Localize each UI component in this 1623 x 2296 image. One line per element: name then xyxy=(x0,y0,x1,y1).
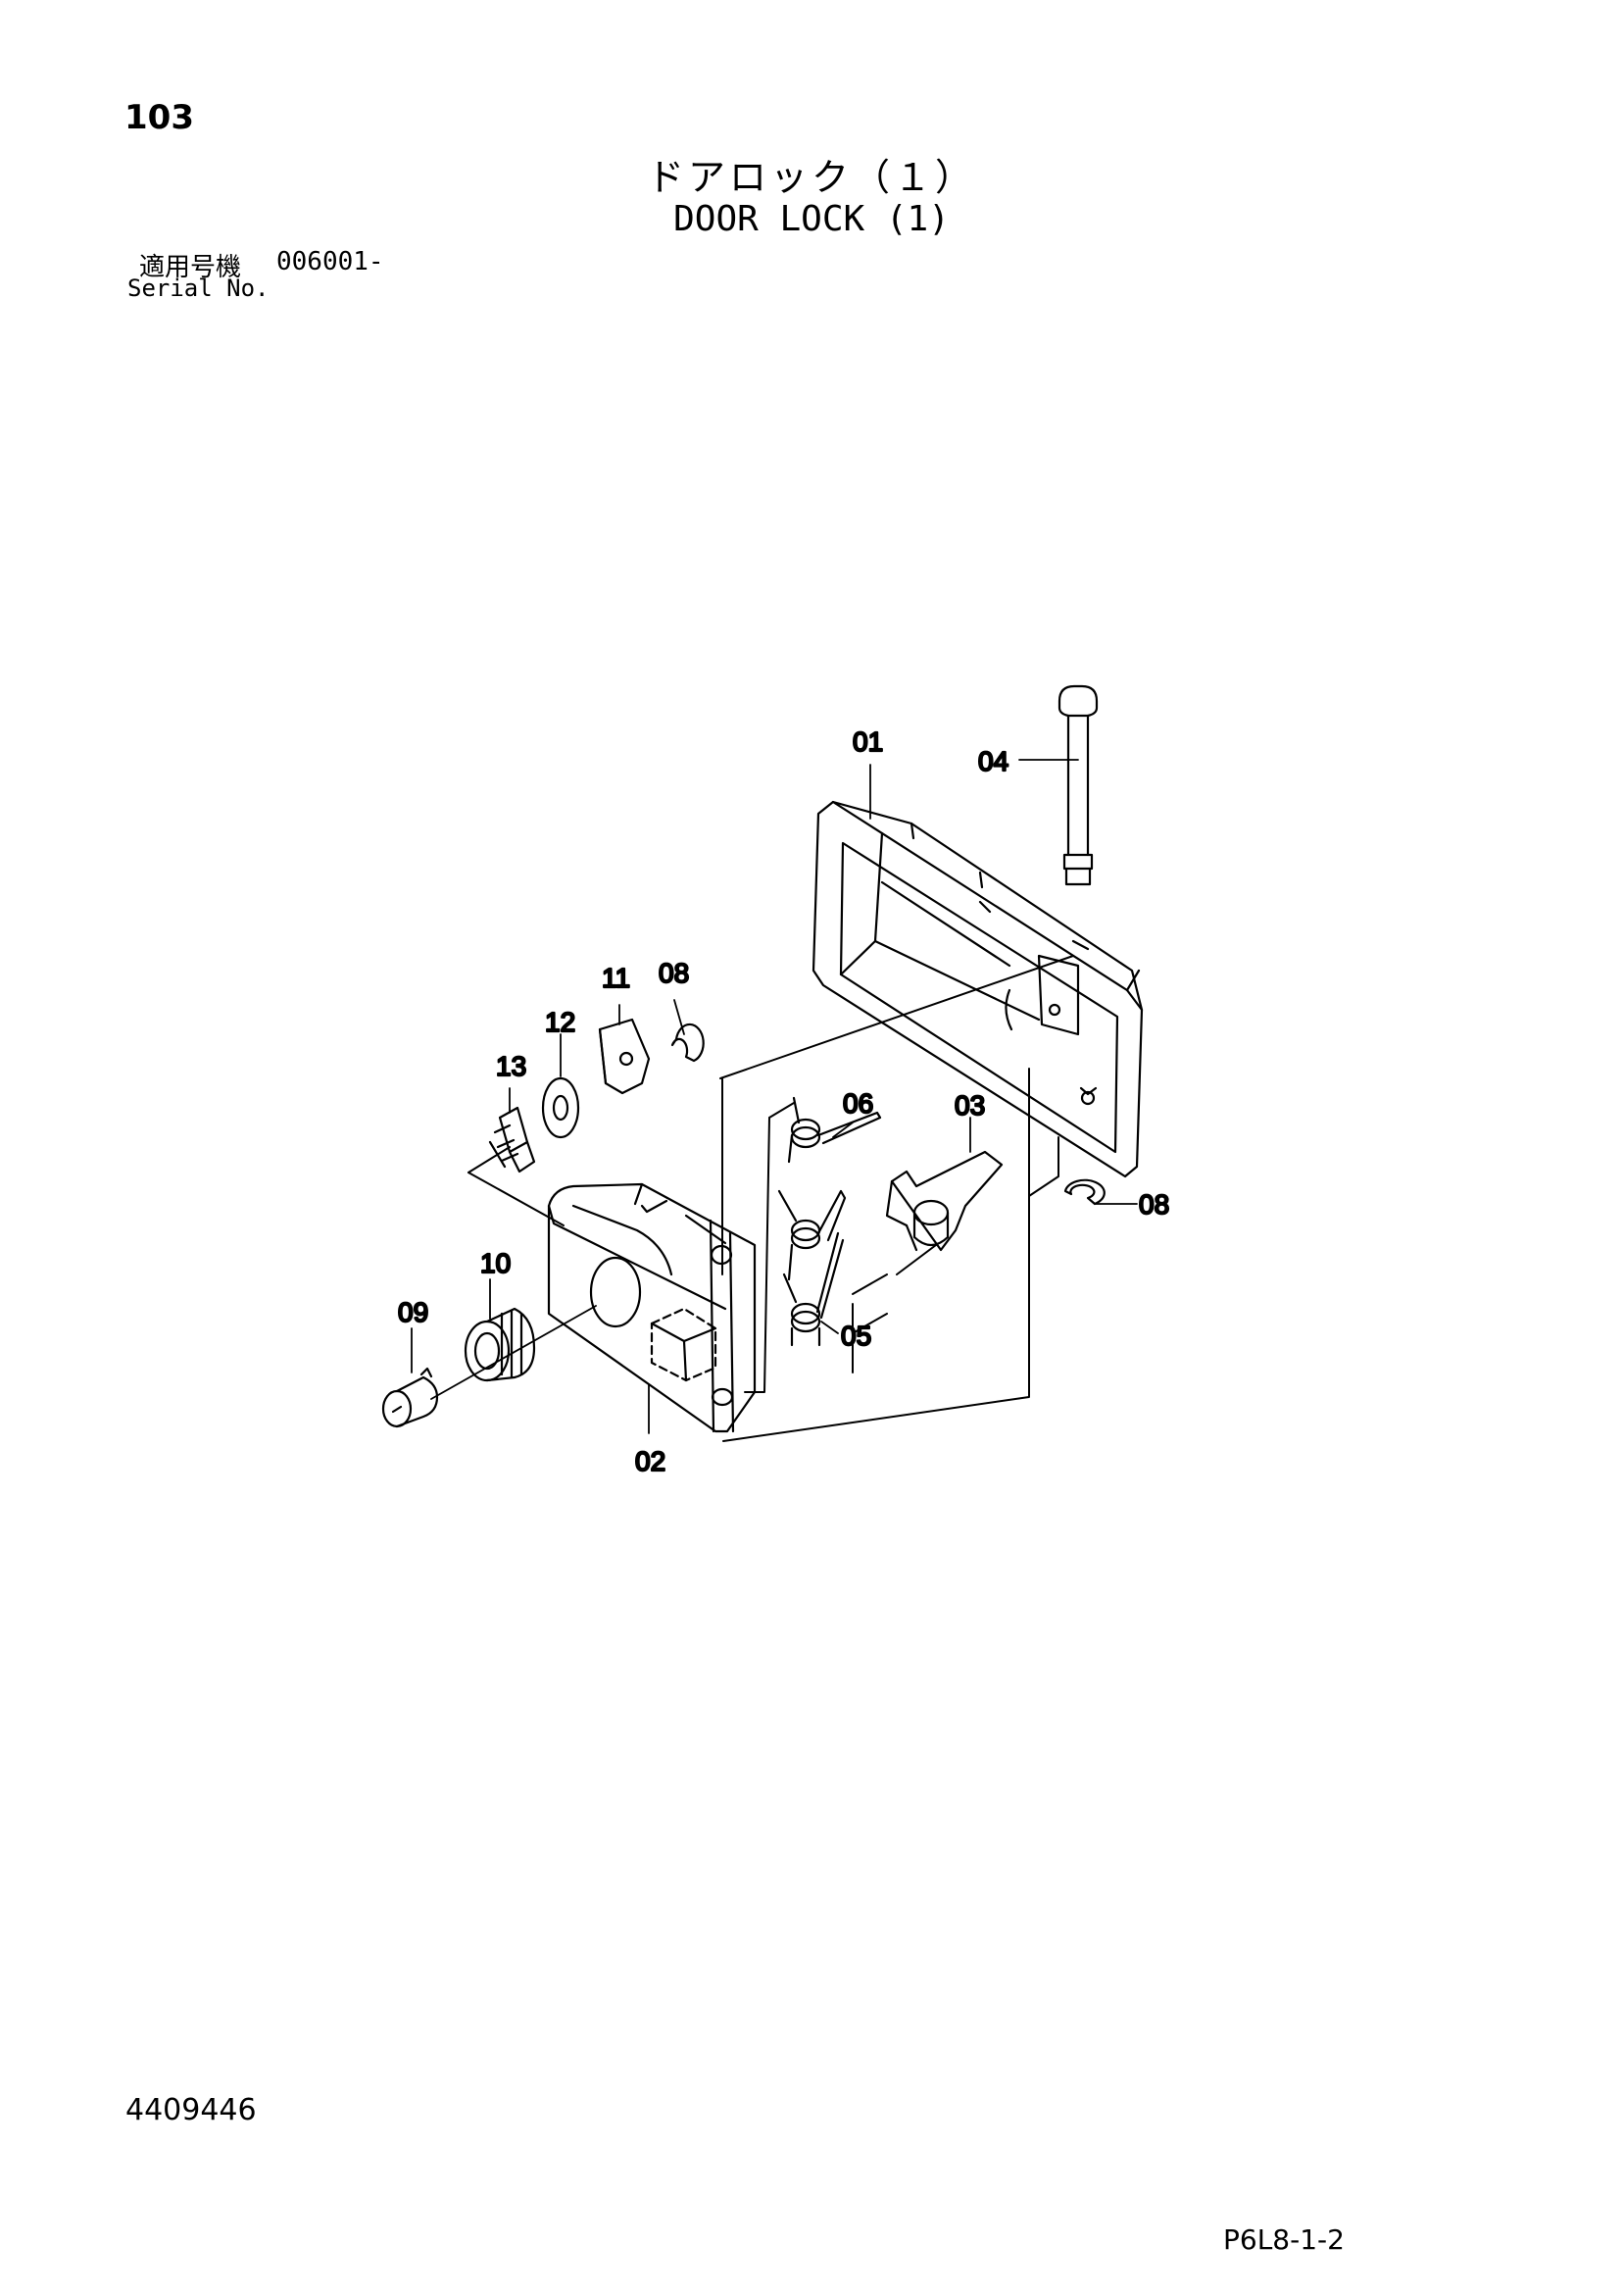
serial-label-english: Serial No. xyxy=(127,275,270,302)
part-03-latch xyxy=(885,1150,1004,1252)
part-01-frame xyxy=(812,800,1144,1178)
drawing-number: 4409446 xyxy=(125,2093,257,2127)
serial-value: 006001- xyxy=(276,247,384,276)
title-japanese: ドアロック（１） xyxy=(646,156,976,199)
callout-13: 13 xyxy=(496,1051,526,1081)
callout-09: 09 xyxy=(398,1297,428,1327)
callout-05: 05 xyxy=(841,1321,871,1351)
part-08-upper-snap-ring xyxy=(670,1023,705,1063)
part-08-lower-snap-ring xyxy=(1063,1178,1106,1206)
part-09-key-cylinder xyxy=(381,1367,439,1428)
callout-11: 11 xyxy=(602,963,630,993)
callout-04: 04 xyxy=(978,746,1008,776)
part-10-bushing xyxy=(464,1307,536,1382)
title-english: DOOR LOCK (1) xyxy=(673,199,950,239)
serial-label-japanese: 適用号機 xyxy=(139,253,242,282)
callout-08-lower: 08 xyxy=(1139,1189,1169,1220)
part-04-pin xyxy=(1057,684,1099,886)
callout-08-upper: 08 xyxy=(659,958,689,988)
callout-02: 02 xyxy=(635,1446,665,1476)
part-06-spring xyxy=(787,1096,882,1164)
page-number: 103 xyxy=(124,98,194,137)
callout-06: 06 xyxy=(843,1088,873,1119)
part-13-clip xyxy=(488,1106,536,1173)
figure-code: P6L8-1-2 xyxy=(1223,2223,1345,2256)
part-11-plate xyxy=(598,1018,651,1095)
leader-lines xyxy=(411,759,1138,1434)
part-02-lock-body xyxy=(547,1182,757,1433)
callout-10: 10 xyxy=(480,1248,511,1278)
callout-03: 03 xyxy=(955,1090,985,1121)
part-05-springs xyxy=(777,1189,847,1347)
part-12-washer xyxy=(541,1076,580,1139)
callout-01: 01 xyxy=(853,726,883,757)
callout-12: 12 xyxy=(545,1007,575,1037)
